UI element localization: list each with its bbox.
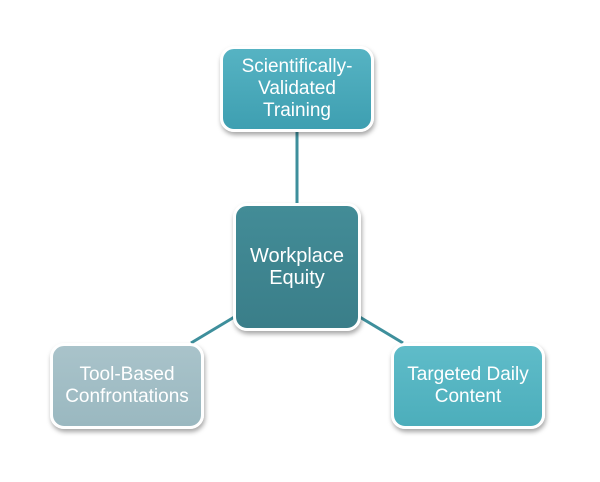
node-label-center: Workplace Equity (249, 245, 345, 289)
connector-right (357, 314, 404, 345)
node-workplace-equity: Workplace Equity (233, 203, 361, 331)
node-label-top: Scientifically-Validated Training (241, 56, 353, 121)
node-label-left: Tool-Based Confrontations (65, 364, 189, 407)
node-label-right: Targeted Daily Content (407, 364, 529, 407)
node-targeted-daily-content: Targeted Daily Content (391, 343, 545, 429)
node-scientifically-validated-training: Scientifically-Validated Training (220, 46, 374, 132)
node-tool-based-confrontations: Tool-Based Confrontations (50, 343, 204, 429)
connector-left (190, 314, 237, 345)
